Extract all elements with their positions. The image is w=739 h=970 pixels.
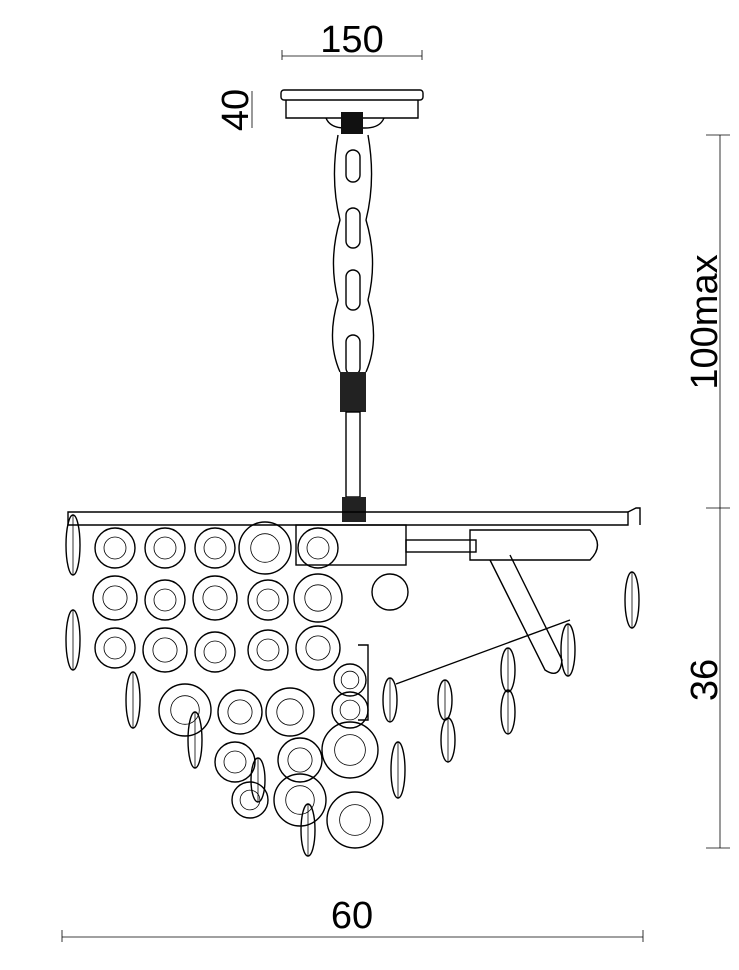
crystal-ball — [273, 773, 327, 827]
crystal-drops — [65, 514, 640, 857]
canopy — [280, 89, 424, 134]
crystal-ball — [217, 689, 263, 735]
frame — [67, 507, 641, 721]
dimension-overall-width: 60 — [61, 895, 644, 942]
downrod — [340, 372, 366, 522]
crystal-ball — [326, 791, 384, 849]
crystal-ball — [214, 741, 256, 783]
crystal-ball — [231, 781, 269, 819]
crystal-ball — [295, 625, 341, 671]
crystal-ball — [92, 575, 138, 621]
crystal-ball — [192, 575, 238, 621]
crystal-ball — [194, 527, 236, 569]
dimension-label-150: 150 — [320, 19, 383, 61]
dimension-label-40: 40 — [215, 89, 257, 131]
crystal-ball — [247, 579, 289, 621]
crystal-ball — [333, 663, 367, 697]
crystal-ball — [142, 627, 188, 673]
dimension-label-60: 60 — [331, 895, 373, 937]
crystal-ball — [331, 691, 369, 729]
dimension-label-100max: 100max — [684, 254, 726, 389]
crystal-ball — [247, 629, 289, 671]
crystal-ball — [194, 631, 236, 673]
crystal-ball — [321, 721, 379, 779]
dimension-body-height: 36 — [684, 508, 730, 849]
dimension-canopy-width: 150 — [281, 19, 423, 61]
crystal-ball — [265, 687, 315, 737]
crystal-ball — [293, 573, 343, 623]
dimension-drop-length: 100max — [684, 134, 730, 509]
crystal-ball — [277, 737, 323, 783]
crystal-ball — [94, 627, 136, 669]
crystal-ball — [144, 579, 186, 621]
chain — [331, 134, 375, 376]
crystal-ball — [297, 527, 339, 569]
dimension-canopy-height: 40 — [215, 89, 257, 131]
crystal-ball — [158, 683, 212, 737]
dimension-label-36: 36 — [684, 659, 726, 701]
crystal-ball — [94, 527, 136, 569]
crystal-ball — [238, 521, 292, 575]
crystal-ball — [144, 527, 186, 569]
